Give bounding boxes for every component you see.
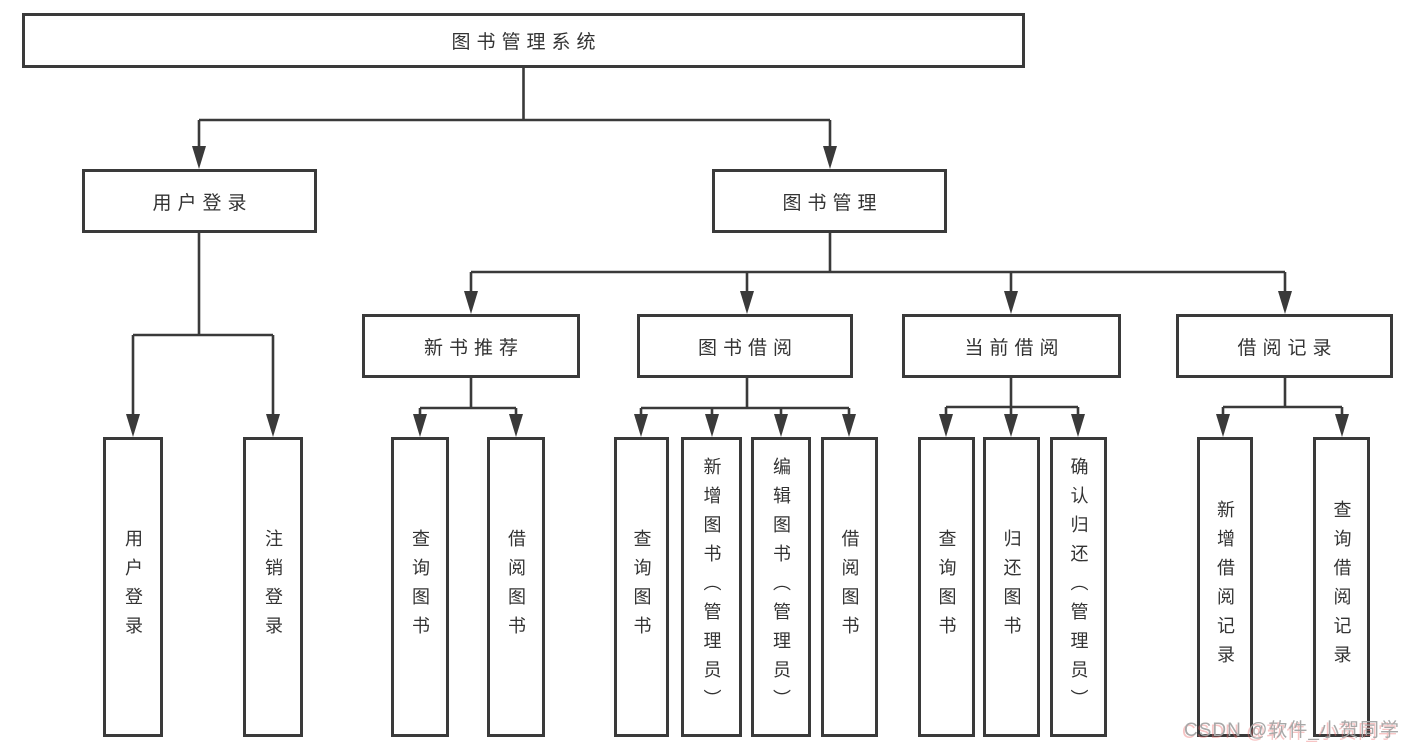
csdn-watermark: CSDN @软件_小贺同学 bbox=[1184, 720, 1400, 741]
node-book-borrowing: 图书借阅 bbox=[637, 314, 853, 378]
node-current-borrowing: 当前借阅 bbox=[902, 314, 1121, 378]
leaf-confirm-return-admin: 确认归还（管理员） bbox=[1050, 437, 1107, 737]
leaf-borrow-books: 借阅图书 bbox=[821, 437, 878, 737]
leaf-query-books-current: 查询图书 bbox=[918, 437, 975, 737]
leaf-logout: 注销登录 bbox=[243, 437, 303, 737]
leaf-query-books-borrow: 查询图书 bbox=[614, 437, 669, 737]
node-new-book-recommendation: 新书推荐 bbox=[362, 314, 580, 378]
leaf-query-books-recommend: 查询图书 bbox=[391, 437, 449, 737]
node-book-management: 图书管理 bbox=[712, 169, 947, 233]
node-borrowing-records: 借阅记录 bbox=[1176, 314, 1393, 378]
leaf-borrow-books-recommend: 借阅图书 bbox=[487, 437, 545, 737]
leaf-user-login: 用户登录 bbox=[103, 437, 163, 737]
node-library-management-system: 图书管理系统 bbox=[22, 13, 1025, 68]
leaf-return-book: 归还图书 bbox=[983, 437, 1040, 737]
leaf-add-borrow-record: 新增借阅记录 bbox=[1197, 437, 1253, 737]
leaf-query-borrow-record: 查询借阅记录 bbox=[1313, 437, 1370, 737]
leaf-add-book-admin: 新增图书（管理员） bbox=[681, 437, 742, 737]
node-user-login: 用户登录 bbox=[82, 169, 317, 233]
leaf-edit-book-admin: 编辑图书（管理员） bbox=[751, 437, 811, 737]
